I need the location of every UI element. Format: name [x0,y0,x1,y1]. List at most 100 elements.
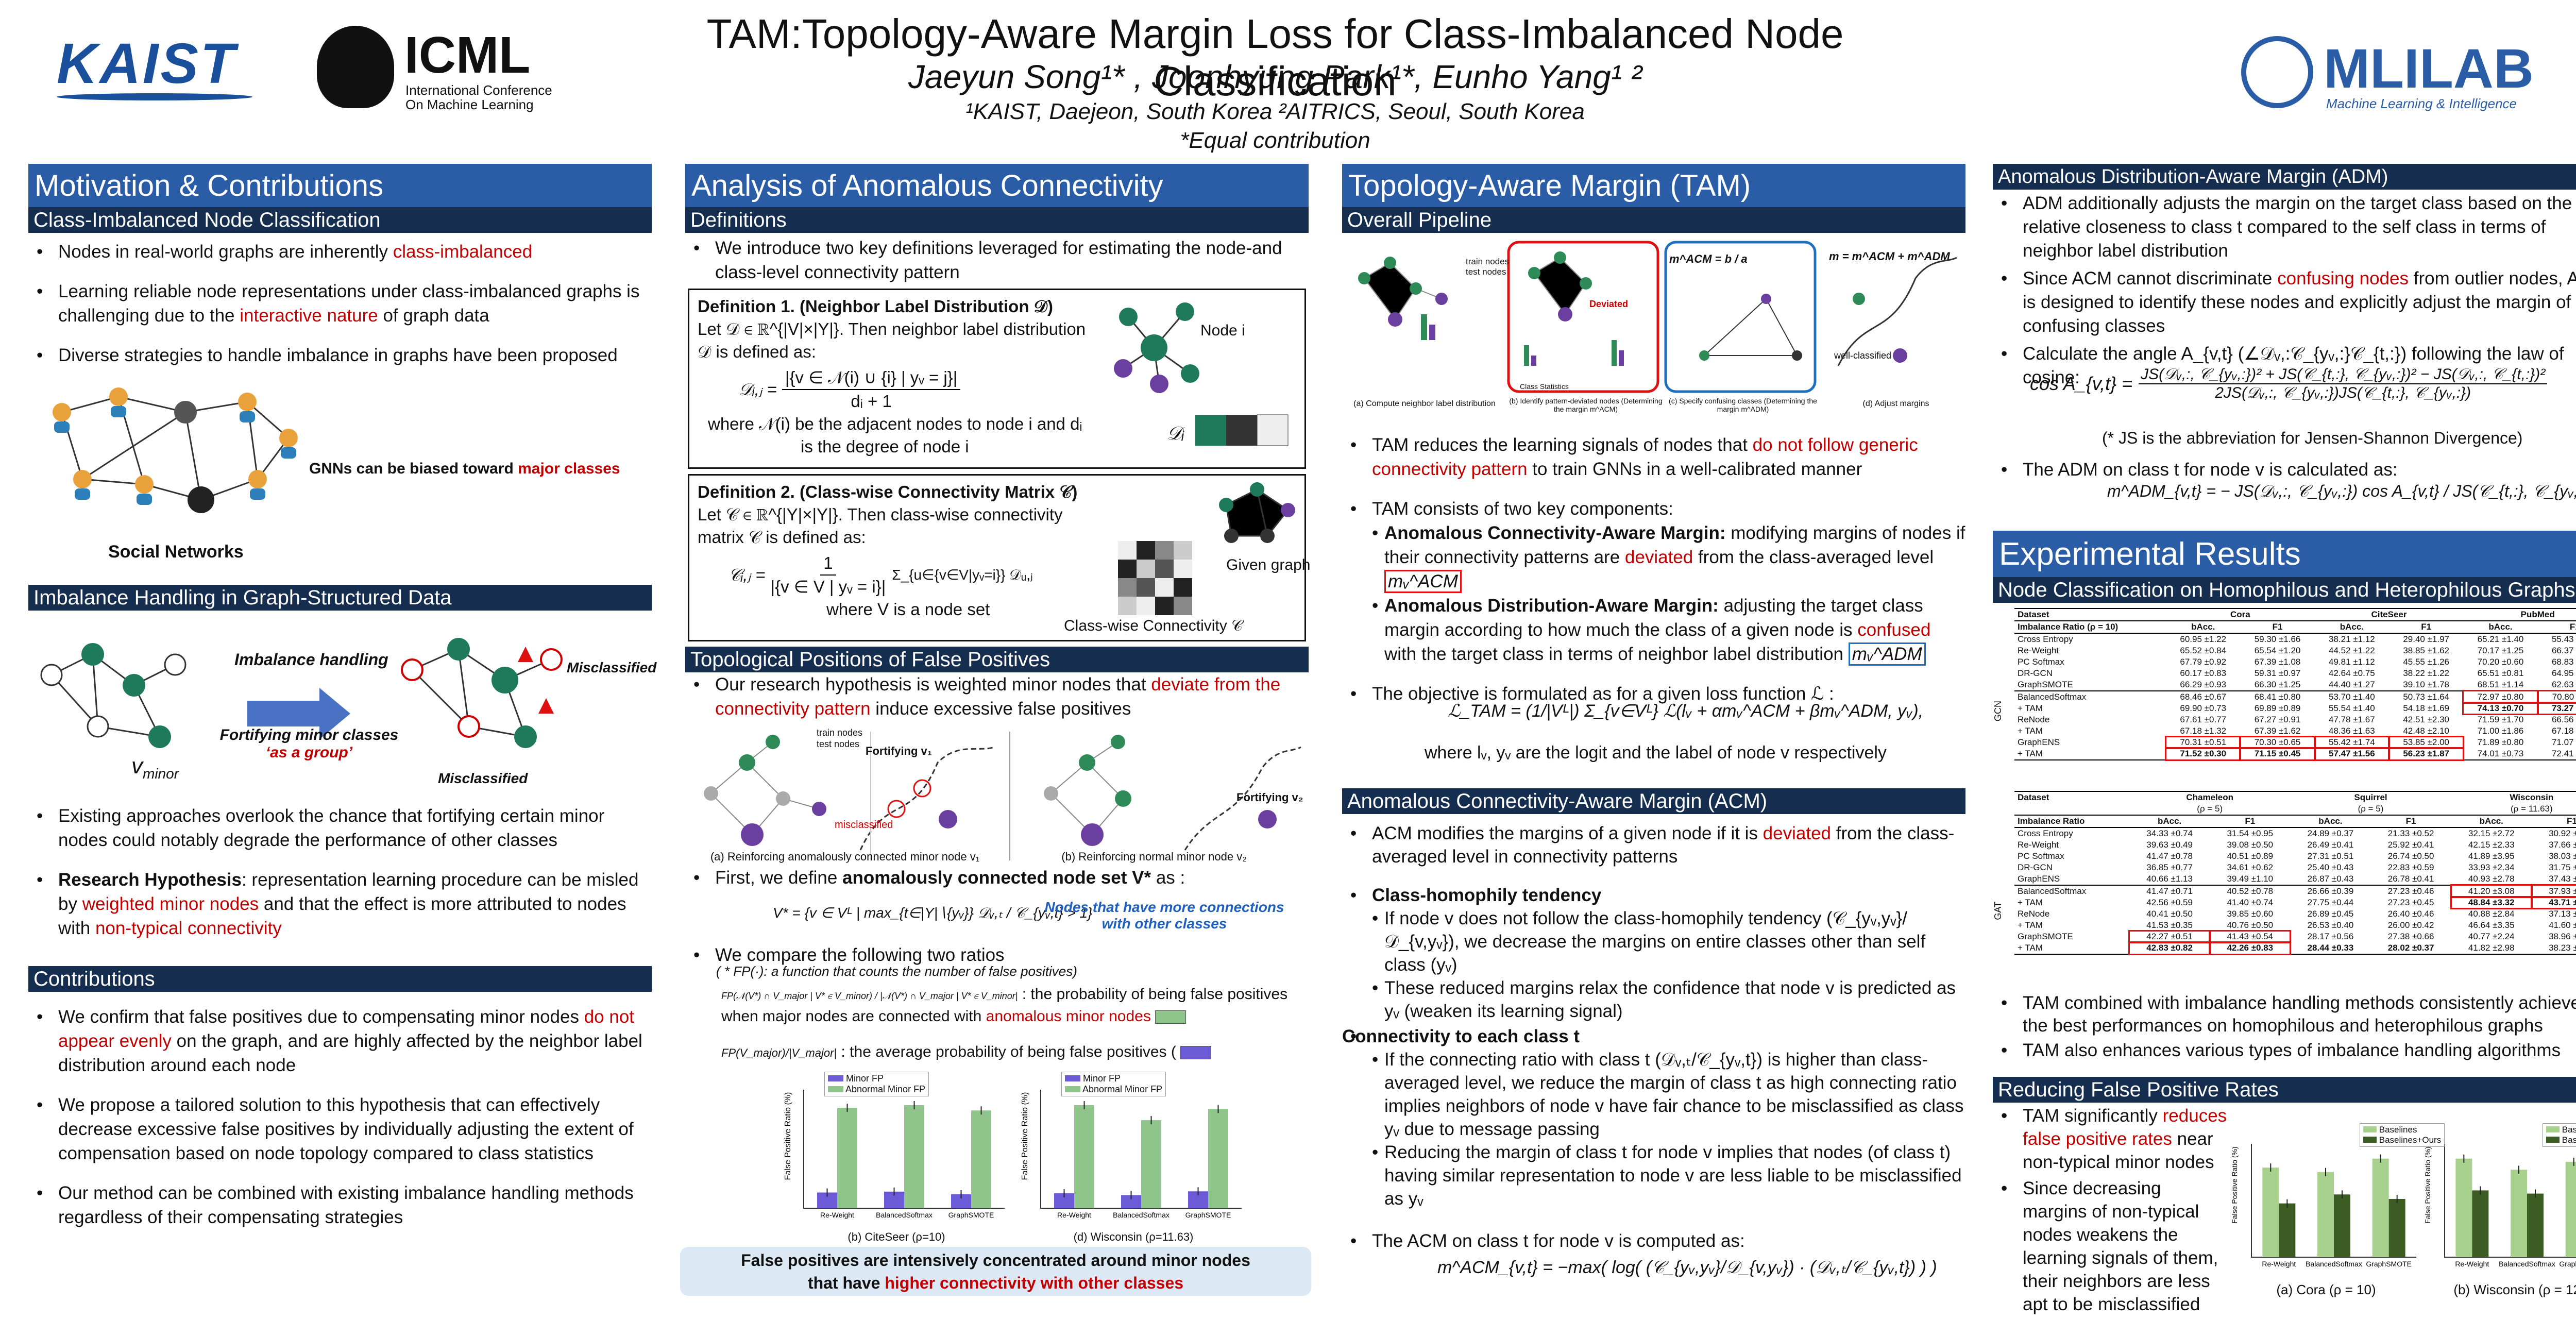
icml-sub2: On Machine Learning [405,97,534,112]
bullet-confusing: Since ACM cannot discriminate confusing … [1993,267,2576,338]
bar-2-1-0 [2317,1172,2334,1257]
mlilab-logo-text: MLILAB [2324,37,2534,99]
contribution-bullets: We confirm that false positives due to c… [28,1005,652,1245]
social-network-figure [53,387,298,513]
mlilab-sub: Machine Learning & Intelligence [2326,96,2517,111]
fp-legend-wisconsin: Baselines Baselines+Ours [2543,1123,2576,1147]
bar-1-2-1 [1208,1109,1228,1208]
contribution-1: We confirm that false positives due to c… [28,1005,652,1077]
experiment-bullets: TAM combined with imbalance handling met… [1993,992,2576,1064]
misclassified-small: misclassified [835,819,893,831]
hypothesis-bullet: Our research hypothesis is weighted mino… [685,672,1309,736]
pipeline-figure [1358,241,1957,393]
homophily-1: •If node v does not follow the class-hom… [1372,908,1926,975]
ratio-2: FP(V_major)/|V_major| : the average prob… [721,1043,1303,1061]
section-tam: Topology-Aware Margin (TAM) [1342,164,1965,207]
definitions-intro: We introduce two key definitions leverag… [685,236,1309,300]
component-adm: •Anomalous Distribution-Aware Margin: ad… [1372,594,1965,666]
contribution-3: Our method can be combined with existing… [28,1181,652,1229]
kaist-swoosh [57,93,252,100]
bullet-adm-calculated: The ADM on class t for node v is calcula… [1993,458,2576,482]
mlilab-head-icon [2241,36,2313,108]
acm-bullets: ACM modifies the margins of a given node… [1342,822,1965,1226]
bar-3-0-1 [2472,1190,2489,1257]
bar-2-0-0 [2262,1168,2279,1257]
bullet-tam-best: TAM combined with imbalance handling met… [1993,992,2576,1037]
bullet-strategies: Diverse strategies to handle imbalance i… [28,343,652,367]
di-label: 𝒟ᵢ [1167,422,1184,444]
gnn-biased-label: GNNs can be biased toward major classes [309,460,620,477]
icml-logo: ICML International Conference On Machine… [317,26,605,112]
m-total-label: m = m^ACM + m^ADM [1829,250,1950,263]
def2-line2: matrix 𝒞 is defined as: [698,528,866,547]
bullet-interactive: Learning reliable node representations u… [28,279,652,328]
bullet-acm-modifies: ACM modifies the margins of a given node… [1342,822,1965,868]
caption-citeseer: (b) CiteSeer (ρ=10) [848,1230,945,1243]
tick-label: GraphSMOTE [948,1211,994,1219]
misclassified-label-1: Misclassified [567,660,657,675]
ratios-bullet: We compare the following two ratios [685,943,1309,983]
caption-pipe-d: (d) Adjust margins [1862,399,1929,408]
deviated-label: Deviated [1589,299,1629,309]
tick-label: BalancedSoftmax [2499,1260,2555,1268]
tick-label: Re-Weight [2262,1260,2296,1268]
homophily-2: •These reduced margins relax the confide… [1372,978,1956,1021]
fp-legend-1: Minor FP Abnormal Minor FP [824,1072,929,1096]
fortify-label: Fortifying minor classes‘as a group’ [219,726,399,761]
green-swatch [1155,1010,1187,1024]
tick-label: Re-Weight [1057,1211,1091,1219]
def1-where-2: is the degree of node i [801,437,969,456]
kaist-logo: KAIST [57,31,273,103]
bullet-fp-reduce: TAM significantly reduces false positive… [1993,1104,2230,1174]
chart-axis [2251,1144,2416,1258]
mlilab-logo: MLILAB Machine Learning & Intelligence [2241,36,2576,113]
bar-2-0-1 [2279,1203,2296,1257]
section-analysis: Analysis of Anomalous Connectivity [685,164,1309,207]
wisconsin-ylabel: False Positive Ratio (%) [1021,1092,1029,1180]
bullet-connectivity: Connectivity to each class t •If the con… [1342,1025,1965,1210]
class-connectivity-label: Class-wise Connectivity 𝒞 [1064,617,1243,634]
bar-0-2-1 [971,1110,991,1208]
caption-reinforcing-a: (a) Reinforcing anomalously connected mi… [710,850,980,863]
bullet-tam-enhances: TAM also enhances various types of imbal… [1993,1039,2576,1062]
bullet-angle: Calculate the angle A_{v,t} (∠𝒟ᵥ,:𝒞_{yᵥ,… [1993,342,2576,390]
chart-axis [1040,1090,1242,1209]
adm-calc: The ADM on class t for node v is calcula… [1993,458,2576,497]
kaist-logo-text: KAIST [57,32,237,95]
v-minor-label: vminor [131,753,179,782]
def2-where: where V is a node set [826,600,990,619]
motivation-bullets: Nodes in real-world graphs are inherentl… [28,240,652,383]
wisconsin-fp-chart: False Positive Ratio (%) Re-Weight Balanc… [1021,1090,1242,1219]
subsection-node-classification: Node Classification on Homophilous and H… [1993,577,2576,603]
tick-label: Re-Weight [2455,1260,2489,1268]
tick-label: BalancedSoftmax [1113,1211,1170,1219]
fortify-v1-label: Fortifying v₁ [866,745,932,757]
bullet-adm-adjusts: ADM additionally adjusts the margin on t… [1993,192,2576,263]
subsection-topological-positions: Topological Positions of False Positives [685,647,1309,672]
bar-1-1-1 [1141,1120,1161,1208]
subsection-reducing-fp: Reducing False Positive Rates [1993,1077,2576,1103]
def1-title: Definition 1. (Neighbor Label Distributi… [698,297,1053,316]
pipeline-test-legend: test nodes [1466,267,1506,277]
poster-affiliations: ¹KAIST, Daejeon, South Korea ²AITRICS, S… [965,99,1585,124]
fp-legend-2: Minor FP Abnormal Minor FP [1061,1072,1166,1096]
caption-wisconsin-2: (b) Wisconsin (ρ = 12) [2453,1282,2576,1297]
bullet-class-imbalanced: Nodes in real-world graphs are inherentl… [28,240,652,264]
bullet-tam-reduces: TAM reduces the learning signals of node… [1342,433,1965,481]
connectivity-1: •If the connecting ratio with class t (𝒟… [1372,1050,1964,1139]
bottom-callout: False positives are intensively concentr… [680,1247,1311,1296]
